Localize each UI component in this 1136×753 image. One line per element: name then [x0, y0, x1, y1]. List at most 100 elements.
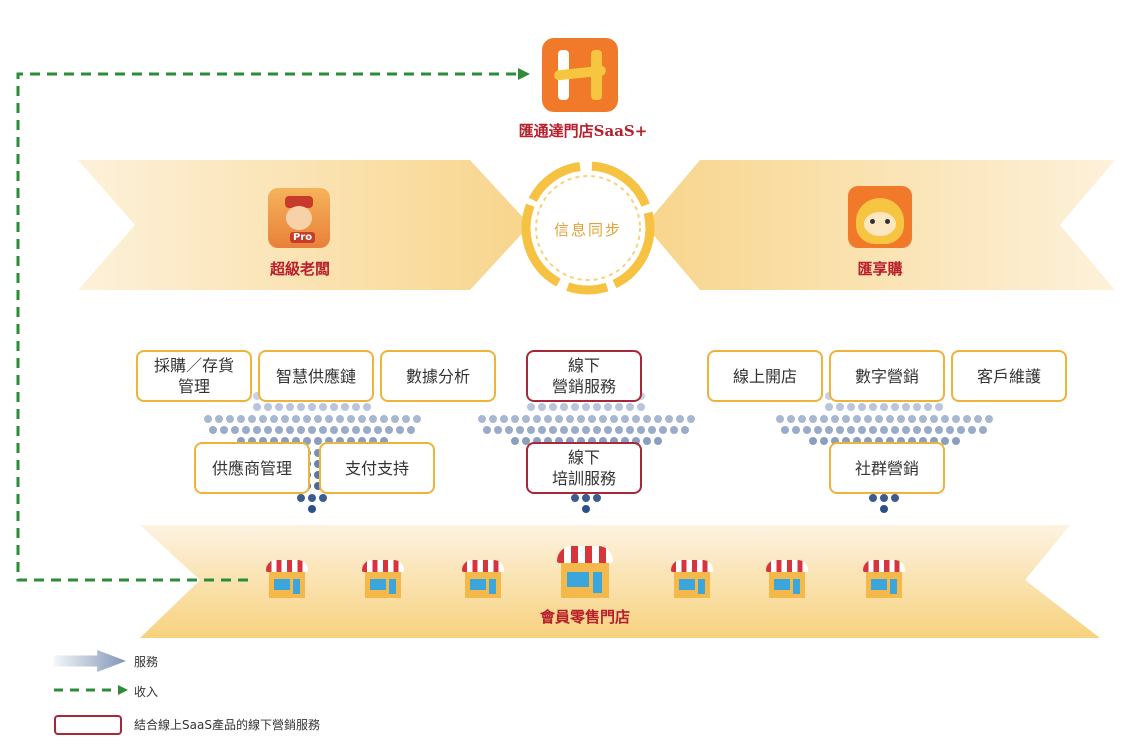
service-arrow-dot	[880, 403, 888, 412]
service-arrow-dot	[830, 437, 839, 446]
service-arrow-dot	[330, 403, 338, 412]
service-arrow-dot	[626, 425, 634, 434]
legend-service-arrow-icon	[54, 650, 126, 672]
service-arrow-dot	[885, 437, 894, 446]
service-arrow-dot	[803, 425, 811, 434]
service-arrow-dot	[280, 437, 289, 446]
service-arrow-dot	[951, 437, 960, 446]
service-arrow-dot	[297, 403, 305, 412]
service-arrow-dot	[554, 437, 563, 446]
service-arrow-dot	[598, 437, 607, 446]
service-arrow-dot	[984, 414, 993, 423]
customer-maintenance-box: 客戶維護	[951, 350, 1067, 402]
service-arrow-dot	[521, 414, 530, 423]
digital-marketing-box: 數字營銷	[829, 350, 945, 402]
service-arrow-dot	[313, 414, 322, 423]
service-arrow-dot	[664, 414, 673, 423]
service-arrow-dot	[642, 414, 651, 423]
service-arrow-dot	[631, 437, 640, 446]
service-arrow-dot	[379, 414, 388, 423]
service-arrow-dot	[598, 414, 607, 423]
service-arrow-dot	[341, 403, 349, 412]
service-arrow-dot	[214, 414, 223, 423]
legend-revenue-label: 收入	[134, 685, 159, 699]
service-arrow-dot	[247, 414, 256, 423]
service-arrow-dot	[913, 403, 921, 412]
service-arrow-dot	[269, 414, 278, 423]
service-arrow-dot	[781, 425, 789, 434]
service-arrow-dot	[604, 403, 612, 412]
service-arrow-dot	[565, 437, 574, 446]
service-arrow-dot	[924, 425, 932, 434]
service-arrow-dot	[918, 437, 927, 446]
legend-revenue-dashed-icon	[54, 685, 128, 695]
service-arrow-dot	[852, 437, 861, 446]
service-arrow-dot	[236, 437, 245, 446]
service-arrow-dot	[852, 414, 861, 423]
service-arrow-dot	[319, 425, 327, 434]
service-arrow-dot	[885, 414, 894, 423]
service-arrow-dot	[582, 403, 590, 412]
service-arrow-dot	[335, 414, 344, 423]
service-arrow-dot	[858, 403, 866, 412]
service-arrow-dot	[363, 425, 371, 434]
service-arrow-dot	[302, 437, 311, 446]
service-arrow-dot	[571, 403, 579, 412]
service-arrow-dot	[637, 403, 645, 412]
service-arrow-dot	[374, 425, 382, 434]
smart-supply-chain-box: 智慧供應鏈	[258, 350, 374, 402]
service-arrow-dot	[951, 414, 960, 423]
sync-circle	[521, 161, 655, 295]
service-arrow-dot	[253, 392, 261, 400]
service-arrow-dot	[231, 425, 239, 434]
service-arrow-dot	[880, 425, 888, 434]
service-arrow-dot	[264, 425, 272, 434]
procurement-inventory-box: 採購／存貨 管理	[136, 350, 252, 402]
service-arrow-dot	[615, 403, 623, 412]
community-marketing-box: 社群營銷	[829, 442, 945, 494]
service-arrow-dot	[582, 425, 590, 434]
service-arrow-dot	[352, 425, 360, 434]
service-arrow-dot	[527, 425, 535, 434]
service-arrow-dot	[902, 425, 910, 434]
service-arrow-dot	[538, 403, 546, 412]
service-arrow-dot	[929, 414, 938, 423]
service-arrow-dot	[308, 403, 316, 412]
service-arrow-dot	[313, 482, 322, 491]
service-arrow-dot	[631, 414, 640, 423]
service-arrow-dot	[291, 437, 300, 446]
service-arrow-dot	[510, 414, 519, 423]
service-arrow-dot	[324, 437, 333, 446]
service-arrow-dot	[510, 437, 519, 446]
service-arrow-dot	[368, 414, 377, 423]
store-icon	[671, 560, 713, 598]
service-arrow-dot	[620, 414, 629, 423]
service-arrow-dot	[874, 414, 883, 423]
service-arrow-dot	[653, 437, 662, 446]
service-arrow-dot	[907, 437, 916, 446]
store-icon	[863, 560, 905, 598]
service-arrow-dot	[499, 414, 508, 423]
service-arrow-dot	[686, 414, 695, 423]
service-arrow-dot	[346, 437, 355, 446]
service-arrow-dot	[874, 437, 883, 446]
service-arrow-dot	[560, 403, 568, 412]
service-arrow-dot	[275, 403, 283, 412]
service-arrow-dot	[521, 437, 530, 446]
service-arrow-dot	[379, 437, 388, 446]
service-arrow-dot	[275, 425, 283, 434]
store-icon	[362, 560, 404, 598]
service-arrow-dot	[264, 403, 272, 412]
service-arrow-dot	[957, 425, 965, 434]
service-arrow-dot	[962, 414, 971, 423]
service-arrow-dot	[604, 425, 612, 434]
service-arrow-dot	[858, 425, 866, 434]
service-arrow-dot	[396, 425, 404, 434]
service-arrow-dot	[869, 493, 877, 502]
service-arrow-dot	[494, 425, 502, 434]
service-arrow-dot	[830, 414, 839, 423]
service-arrow-dot	[863, 414, 872, 423]
service-arrow-dot	[836, 425, 844, 434]
service-arrow-dot	[940, 437, 949, 446]
